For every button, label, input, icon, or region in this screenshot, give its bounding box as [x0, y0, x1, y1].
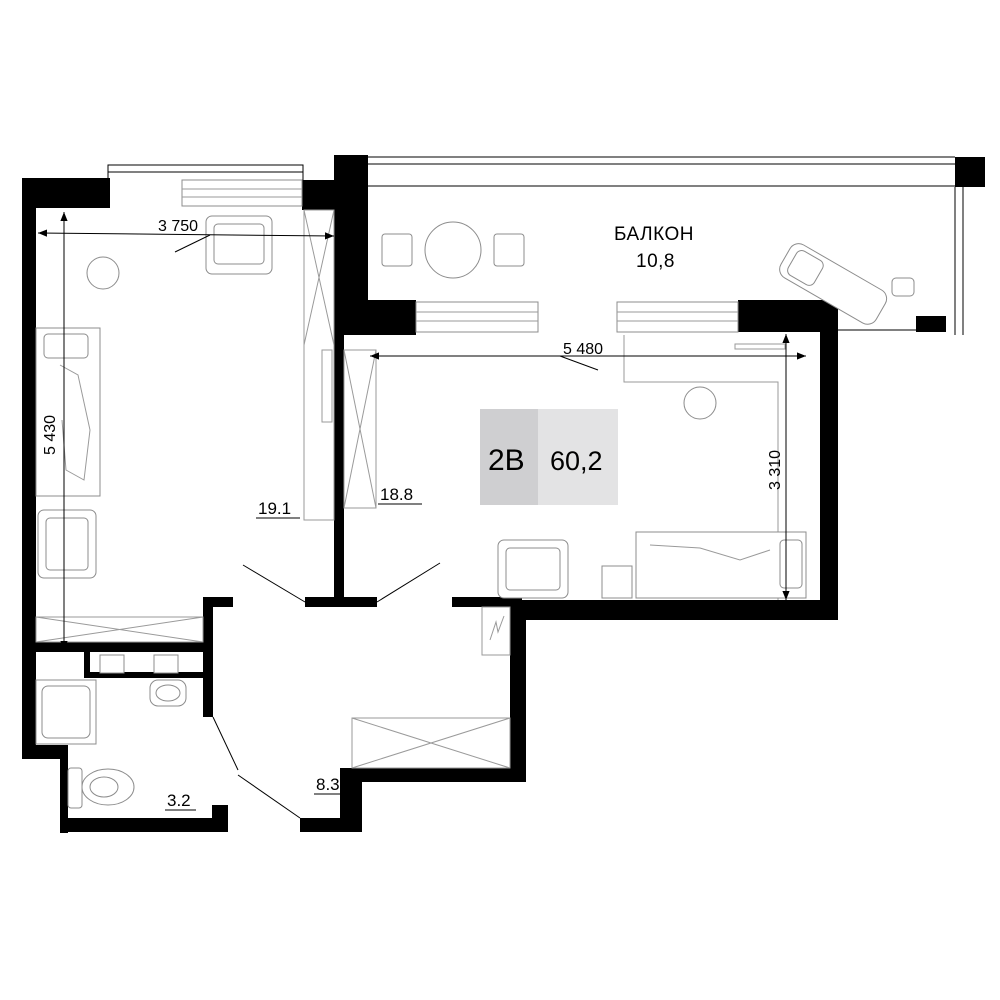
outlines	[35, 156, 964, 819]
type-code-box	[480, 409, 538, 505]
hall-area: 8.3	[316, 775, 340, 794]
apartment-total-area: 60,2	[550, 446, 603, 476]
balcony-label: БАЛКОН	[614, 224, 694, 245]
room-labels: 19.1 18.8 8.3 3.2 БАЛКОН 10,8	[165, 224, 694, 811]
bedroom-width-label: 3 750	[158, 218, 198, 235]
living-depth-label: 3 310	[767, 450, 784, 490]
bathroom-area: 3.2	[167, 791, 191, 810]
walls	[22, 155, 985, 833]
balcony-area: 10,8	[636, 251, 675, 272]
dimensions: 3 750 5 430 5 480 3 310	[37, 212, 806, 650]
bedroom-width-dim-line	[37, 229, 335, 240]
furniture	[35, 215, 915, 809]
living-area: 18.8	[380, 485, 413, 504]
bedroom-length-label: 5 430	[42, 415, 59, 455]
total-area-box	[538, 409, 618, 505]
apartment-badge: 2В 60,2	[480, 409, 618, 505]
bedroom-area: 19.1	[258, 499, 291, 518]
apartment-type-code: 2В	[488, 444, 525, 477]
living-width-label: 5 480	[563, 341, 603, 358]
